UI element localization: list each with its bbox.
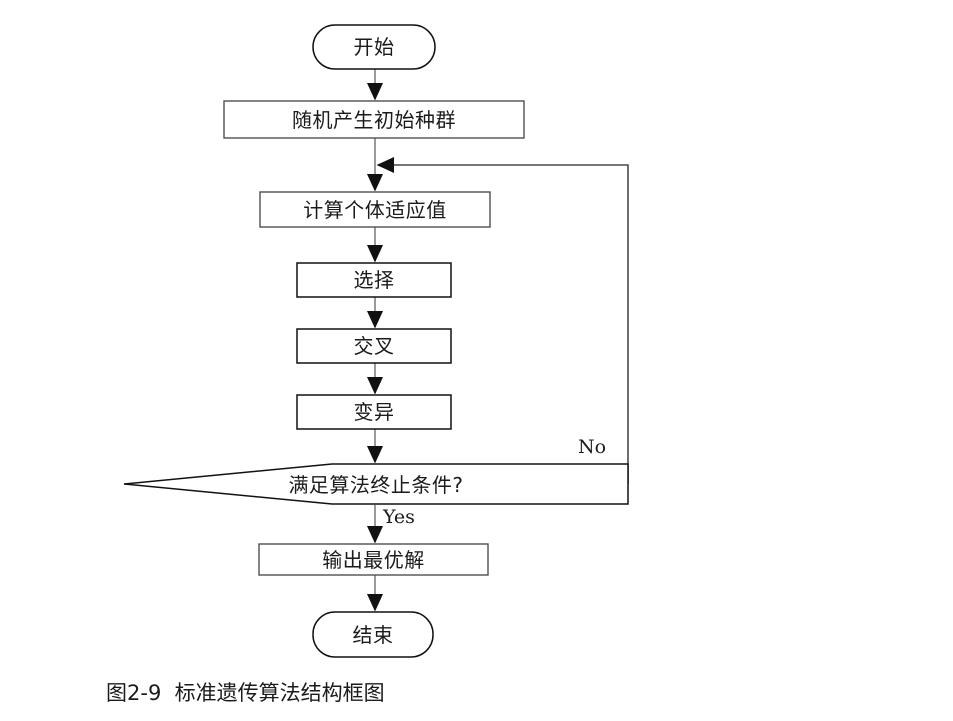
node-mutation-shape xyxy=(296,394,452,430)
node-select-shape xyxy=(296,262,452,298)
connector-decision-no-feedback xyxy=(376,156,629,484)
node-crossover-shape xyxy=(296,328,452,364)
node-fitness-shape xyxy=(259,191,491,228)
figure-caption: 图2-9 标准遗传算法结构框图 xyxy=(106,681,385,705)
node-init-shape xyxy=(223,100,525,139)
node-output-shape xyxy=(258,543,489,576)
node-start-shape xyxy=(312,24,436,70)
node-end-shape xyxy=(312,611,434,658)
node-decision-shape xyxy=(123,463,629,505)
